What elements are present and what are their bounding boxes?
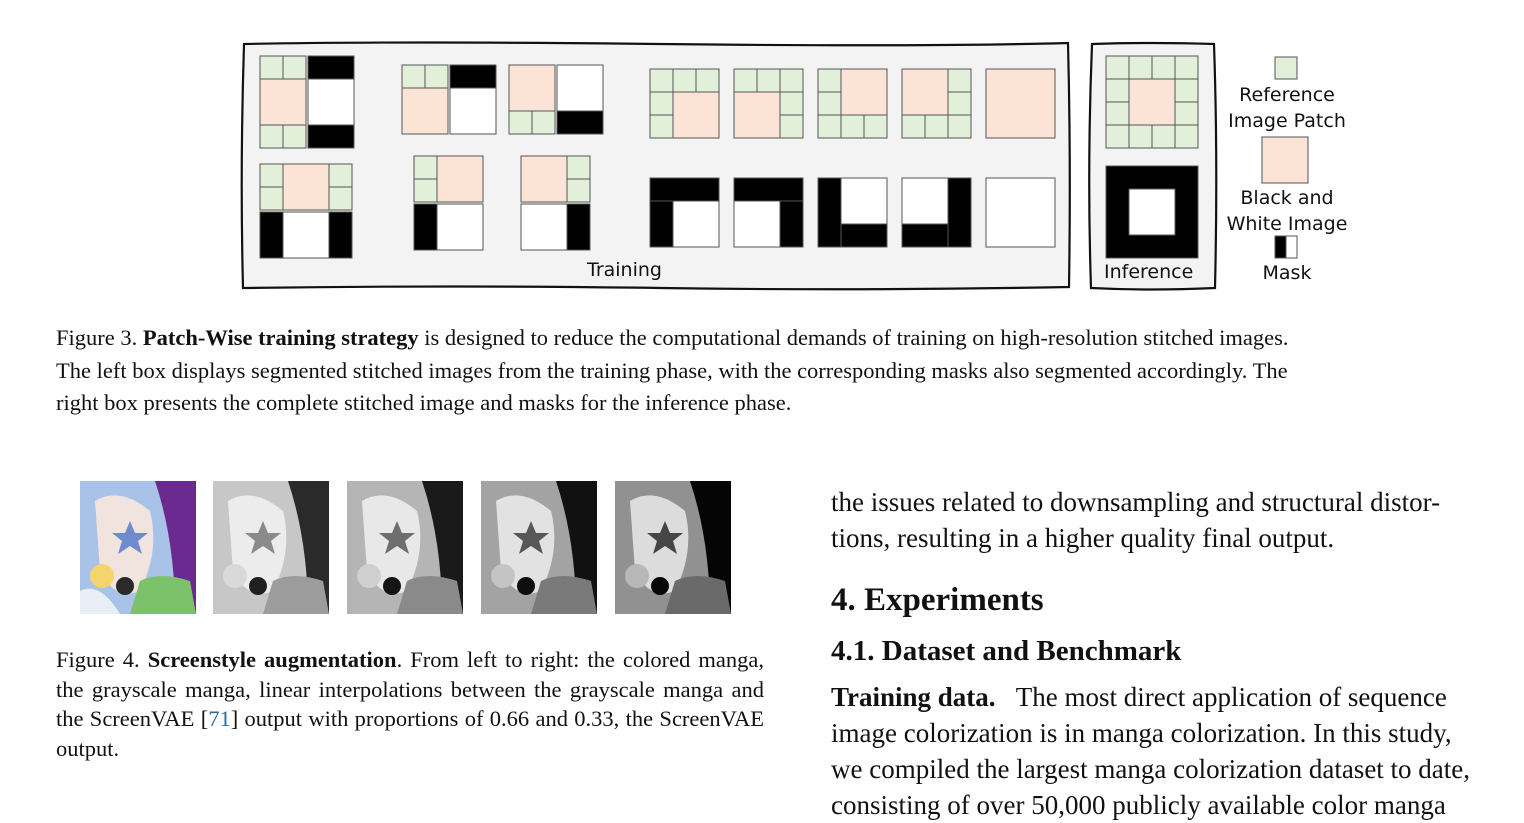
manga-grayscale-image (213, 481, 329, 614)
inference-patch (1105, 55, 1199, 149)
train-patch-1 (259, 55, 355, 149)
inference-mask (1105, 165, 1199, 259)
inference-label: Inference (1104, 261, 1194, 283)
legend-bw-swatch (1261, 136, 1309, 184)
paragraph-continuation: the issues related to downsampling and s… (831, 487, 1441, 553)
figure-3-caption: Figure 3. Patch-Wise training strategy i… (56, 325, 1289, 415)
legend-bw-label: Black and White Image (1226, 187, 1348, 235)
train-patch-6 (817, 68, 888, 139)
train-patch-7 (901, 68, 972, 139)
train-mask-1 (649, 177, 720, 248)
manga-screenvae-image (615, 481, 731, 614)
legend-reference-swatch (1274, 56, 1298, 80)
legend-reference-label: Reference Image Patch (1228, 84, 1346, 132)
citation-71-link[interactable]: 71 (208, 706, 231, 731)
figure-3-diagram (240, 41, 1309, 291)
train-patch-3 (508, 64, 604, 135)
training-data-paragraph: Training data. The most direct applicati… (831, 682, 1471, 820)
subsection-heading: 4.1. Dataset and Benchmark (831, 635, 1182, 667)
section-heading: 4. Experiments (831, 582, 1044, 618)
train-patch-5 (733, 68, 804, 139)
train-patch-8 (985, 68, 1056, 139)
manga-interp-066-image (347, 481, 463, 614)
figure-4-caption: Figure 4. Screenstyle augmentation. From… (56, 647, 765, 761)
train-patch-4 (649, 68, 720, 139)
manga-colored-image (80, 481, 196, 614)
train-patch-9 (259, 163, 353, 259)
train-mask-2 (733, 177, 804, 248)
train-mask-3 (817, 177, 888, 248)
manga-interp-033-image (481, 481, 597, 614)
train-mask-4 (901, 177, 972, 248)
train-patch-10 (413, 155, 484, 251)
train-mask-5 (985, 177, 1056, 248)
legend-mask-label: Mask (1262, 262, 1312, 284)
train-patch-11 (520, 155, 591, 251)
legend-mask-swatch (1274, 235, 1298, 259)
training-label: Training (587, 259, 662, 281)
train-patch-2 (401, 64, 497, 135)
